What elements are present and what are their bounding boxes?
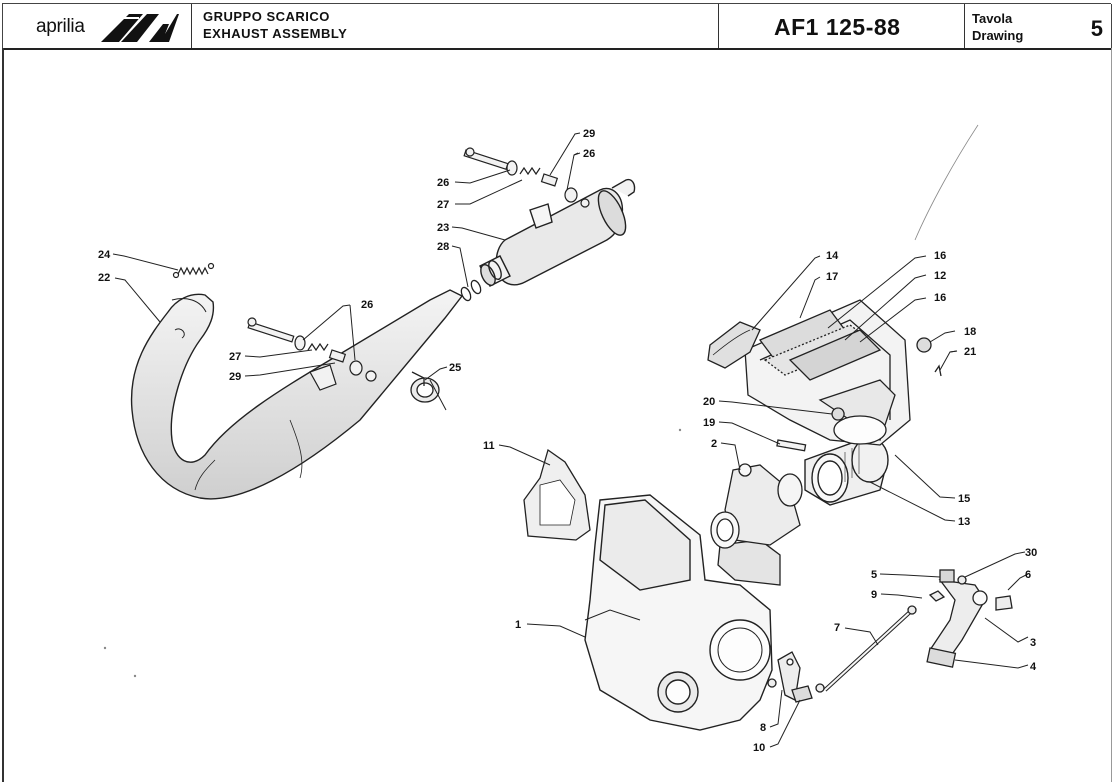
callout-2: 2 [711,438,717,450]
title-cell: GRUPPO SCARICO EXHAUST ASSEMBLY [191,4,719,48]
leader-lines [112,132,1029,748]
callout-17: 17 [826,271,838,283]
table-label-english: Drawing [972,28,1024,43]
callout-19: 19 [703,417,715,429]
callout-16-upper: 16 [934,250,946,262]
callout-26-lower: 26 [361,299,373,311]
engine-block [584,494,773,731]
callout-1: 1 [515,619,521,631]
exhaust-pipe [130,289,464,500]
callout-13: 13 [958,516,970,528]
spring-part [172,262,215,279]
callout-12: 12 [934,270,946,282]
callout-4: 4 [1030,661,1037,673]
exhaust-clamp [410,371,447,411]
callout-3: 3 [1030,637,1036,649]
callout-20: 20 [703,396,715,408]
callout-27-lower: 27 [229,351,241,363]
callout-5: 5 [871,569,877,581]
callout-23: 23 [437,222,449,234]
callout-11: 11 [483,440,495,452]
callout-14: 14 [826,250,839,262]
upper-mount-bolt-set [463,147,590,208]
callout-30: 30 [1025,547,1037,559]
callout-26-upper-right: 26 [583,148,595,160]
sheet-number: 5 [1090,16,1103,41]
chain-guard [523,448,591,541]
callout-25: 25 [449,362,461,374]
model-code: AF1 125-88 [774,14,901,40]
carburettor [710,463,803,586]
callout-26-upper-left: 26 [437,177,449,189]
callout-labels: 1 2 3 4 5 6 7 8 9 10 11 12 13 14 15 16 1… [98,128,1037,754]
silencer [479,178,636,287]
callout-18: 18 [964,326,976,338]
title-english: EXHAUST ASSEMBLY [203,26,348,41]
gear-linkage [767,569,1013,703]
background-marks [103,124,979,678]
intake-manifold [804,437,889,506]
callout-7: 7 [834,622,840,634]
model-cell: AF1 125-88 [719,4,965,48]
callout-15: 15 [958,493,970,505]
lower-mount-bolt-set [247,317,377,391]
frame-right-border [1111,48,1112,782]
callout-27-upper: 27 [437,199,449,211]
callout-8: 8 [760,722,766,734]
sealing-rings [460,279,482,302]
drawing-number-cell: Tavola Drawing 5 [965,4,1112,48]
callout-22: 22 [98,272,110,284]
title-italian: GRUPPO SCARICO [203,9,330,24]
callout-10: 10 [753,742,765,754]
callout-6: 6 [1025,569,1031,581]
callout-16-lower: 16 [934,292,946,304]
callout-9: 9 [871,589,877,601]
logo-cell: aprilia [2,4,192,48]
callout-29-lower: 29 [229,371,241,383]
title-block: aprilia GRUPPO SCARICO EXHAUST ASSEMBLY … [2,3,1112,50]
brand-logo-icon [101,14,179,42]
brand-name: aprilia [36,16,85,37]
callout-21: 21 [964,346,976,358]
callout-28: 28 [437,241,449,253]
table-label-italian: Tavola [972,11,1013,26]
callout-24: 24 [98,249,111,261]
callout-29-upper: 29 [583,128,595,140]
frame-left-border [2,48,4,782]
